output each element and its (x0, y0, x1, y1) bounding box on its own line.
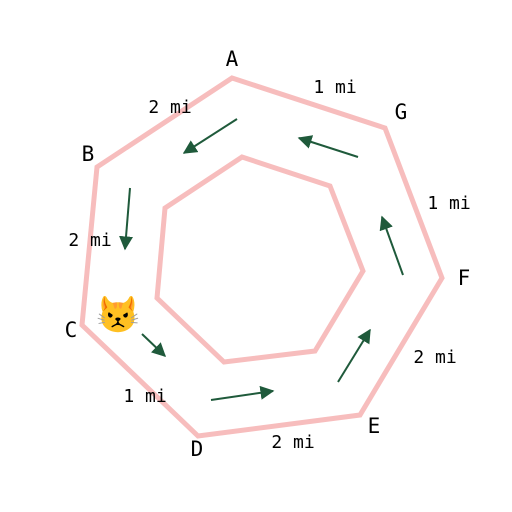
direction-arrow-f-g (379, 215, 404, 276)
direction-arrow-c-d (141, 333, 167, 357)
direction-arrow-b-c (119, 187, 134, 251)
direction-arrow-a-b (182, 118, 238, 154)
vertex-label-b: B (82, 142, 95, 166)
vertex-label-g: G (395, 100, 408, 124)
vertex-label-d: D (191, 437, 204, 461)
distance-label-b-c: 2 mi (68, 230, 111, 251)
direction-arrow-d-e (210, 385, 275, 401)
direction-arrow-e-f (337, 328, 371, 383)
vertex-label-e: E (368, 414, 381, 438)
distance-label-g-a: 1 mi (313, 77, 356, 98)
distance-label-d-e: 2 mi (271, 432, 314, 453)
inner-track (154, 154, 366, 365)
vertex-label-f: F (458, 266, 471, 290)
distance-label-c-d: 1 mi (123, 386, 166, 407)
vertex-label-a: A (226, 47, 239, 71)
direction-arrow-g-a (297, 135, 359, 158)
cat-face-icon: 😾 (96, 295, 141, 335)
distance-label-a-b: 2 mi (148, 97, 191, 118)
distance-label-f-g: 1 mi (427, 193, 470, 214)
outer-track (79, 75, 445, 439)
distance-label-e-f: 2 mi (413, 347, 456, 368)
vertex-label-c: C (65, 318, 78, 342)
